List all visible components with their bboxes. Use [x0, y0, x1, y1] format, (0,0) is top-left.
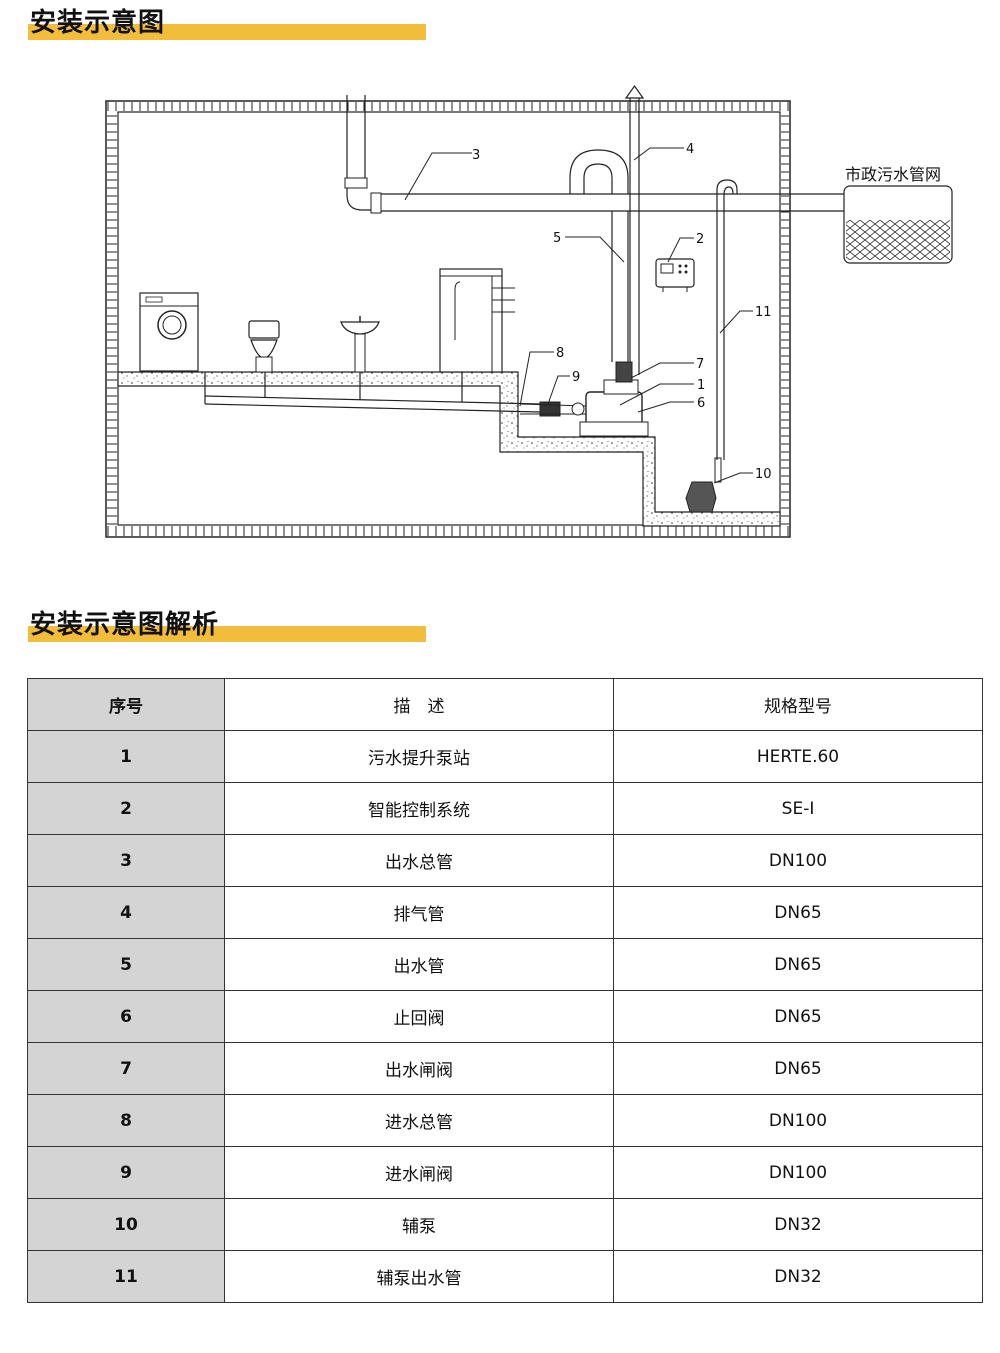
section-title-installation: 安装示意图	[28, 2, 426, 42]
callout-8: 8	[556, 346, 564, 361]
cell-model: DN100	[613, 1146, 983, 1199]
callout-11: 11	[755, 305, 772, 320]
building-walls	[105, 100, 791, 538]
table-header-row: 序号 描 述 规格型号	[27, 678, 983, 731]
washing-machine-icon	[139, 292, 199, 372]
cell-desc: 智能控制系统	[224, 782, 614, 835]
installation-diagram: 市政污水管网	[105, 84, 953, 538]
cell-desc: 止回阀	[224, 990, 614, 1043]
cell-desc: 出水总管	[224, 834, 614, 887]
lifting-station-icon	[519, 361, 649, 437]
cell-model: SE-I	[613, 782, 983, 835]
control-box-icon	[655, 258, 695, 292]
municipal-sewer-tank	[843, 185, 953, 264]
cell-desc: 出水管	[224, 938, 614, 991]
callout-1: 1	[697, 378, 705, 393]
callout-leaders	[404, 147, 753, 484]
cell-no: 4	[27, 886, 225, 939]
aux-pump-icon	[685, 457, 722, 513]
cell-model: DN100	[613, 1094, 983, 1147]
callout-4: 4	[686, 142, 694, 157]
cell-model: DN32	[613, 1198, 983, 1251]
cell-no: 10	[27, 1198, 225, 1251]
callout-10: 10	[755, 467, 772, 482]
cell-desc: 污水提升泵站	[224, 730, 614, 783]
cell-model: HERTE.60	[613, 730, 983, 783]
cell-model: DN65	[613, 938, 983, 991]
section-title-analysis: 安装示意图解析	[28, 604, 426, 644]
cell-desc: 出水闸阀	[224, 1042, 614, 1095]
cell-no: 11	[27, 1250, 225, 1303]
aux-pump-outlet-pipe	[716, 179, 738, 460]
callout-2: 2	[696, 232, 704, 247]
section-title-text: 安装示意图	[30, 8, 166, 38]
outlet-main-pipe	[381, 191, 888, 215]
cell-model: DN65	[613, 886, 983, 939]
inlet-drop-pipe	[344, 95, 382, 214]
callout-5: 5	[553, 231, 561, 246]
cell-desc: 进水闸阀	[224, 1146, 614, 1199]
outlet-pipe	[569, 149, 629, 362]
toilet-icon	[248, 320, 280, 373]
cell-no: 7	[27, 1042, 225, 1095]
callout-7: 7	[696, 357, 704, 372]
header-model: 规格型号	[613, 678, 983, 731]
cell-model: DN65	[613, 990, 983, 1043]
cell-model: DN100	[613, 834, 983, 887]
title-accent-bar	[28, 24, 426, 40]
cell-no: 6	[27, 990, 225, 1043]
cell-model: DN32	[613, 1250, 983, 1303]
municipal-sewer-label: 市政污水管网	[845, 165, 941, 184]
inlet-main-pipe	[204, 372, 541, 413]
cell-desc: 排气管	[224, 886, 614, 939]
callout-3: 3	[472, 148, 480, 163]
title-accent-bar	[28, 626, 426, 642]
cell-no: 3	[27, 834, 225, 887]
shower-cabin-icon	[439, 268, 515, 373]
cell-no: 2	[27, 782, 225, 835]
callout-9: 9	[572, 370, 580, 385]
cell-desc: 进水总管	[224, 1094, 614, 1147]
cell-no: 1	[27, 730, 225, 783]
cell-no: 5	[27, 938, 225, 991]
vent-pipe	[624, 84, 645, 375]
header-desc: 描 述	[224, 678, 614, 731]
callout-labels: 3 4 5 2 11 7 1 6 8 9 10	[472, 142, 772, 482]
header-no: 序号	[27, 678, 225, 731]
cell-desc: 辅泵出水管	[224, 1250, 614, 1303]
cell-no: 8	[27, 1094, 225, 1147]
floor-slab	[117, 371, 781, 527]
cell-no: 9	[27, 1146, 225, 1199]
wash-basin-icon	[340, 316, 380, 373]
callout-6: 6	[697, 396, 705, 411]
cell-model: DN65	[613, 1042, 983, 1095]
cell-desc: 辅泵	[224, 1198, 614, 1251]
section-title-text: 安装示意图解析	[30, 610, 220, 640]
